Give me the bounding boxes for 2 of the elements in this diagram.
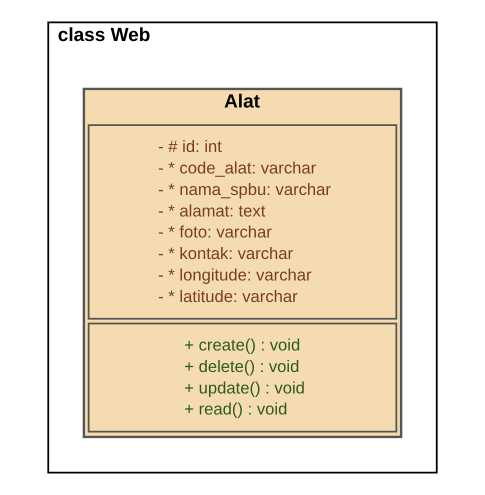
node-box: - # id: int - * code_alat: varchar - * nama_spbu: varchar - * alamat: text - * foto: varchar - * kontak: varchar - * longitude: varchar - * latitude: varchar bbox=[88, 124, 398, 320]
node-box: + create() : void + delete() : void + update() : void + read() : void bbox=[88, 322, 398, 433]
